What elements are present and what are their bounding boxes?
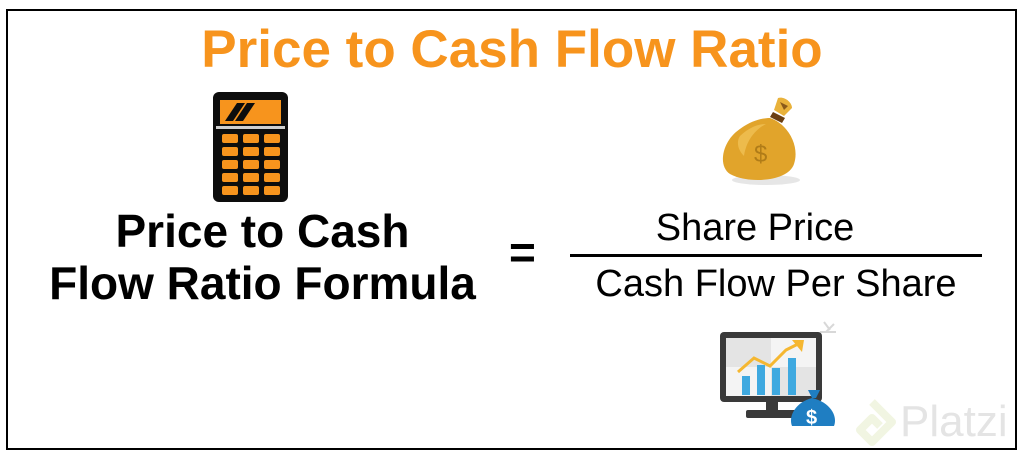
fraction-bar [570, 254, 982, 257]
platzi-watermark: Platzi [900, 397, 1008, 446]
formula-lhs-line1: Price to Cash [115, 205, 410, 257]
platzi-logo-icon [856, 399, 896, 446]
monitor-chart-icon: $ [720, 321, 836, 429]
page-title: Price to Cash Flow Ratio [201, 20, 823, 79]
formula-numerator: Share Price [655, 207, 855, 249]
dollar-sign: $ [754, 141, 767, 168]
equals-sign: = [509, 226, 536, 278]
dollar-sign-blue: $ [806, 407, 817, 429]
formula-lhs-line2: Flow Ratio Formula [49, 257, 476, 309]
diagram-frame [6, 9, 1017, 450]
formula-denominator: Cash Flow Per Share [595, 263, 957, 305]
money-bag-icon: $ [722, 97, 800, 185]
calculator-icon [213, 92, 288, 202]
formula-lhs: Price to Cash Flow Ratio Formula [20, 205, 505, 309]
